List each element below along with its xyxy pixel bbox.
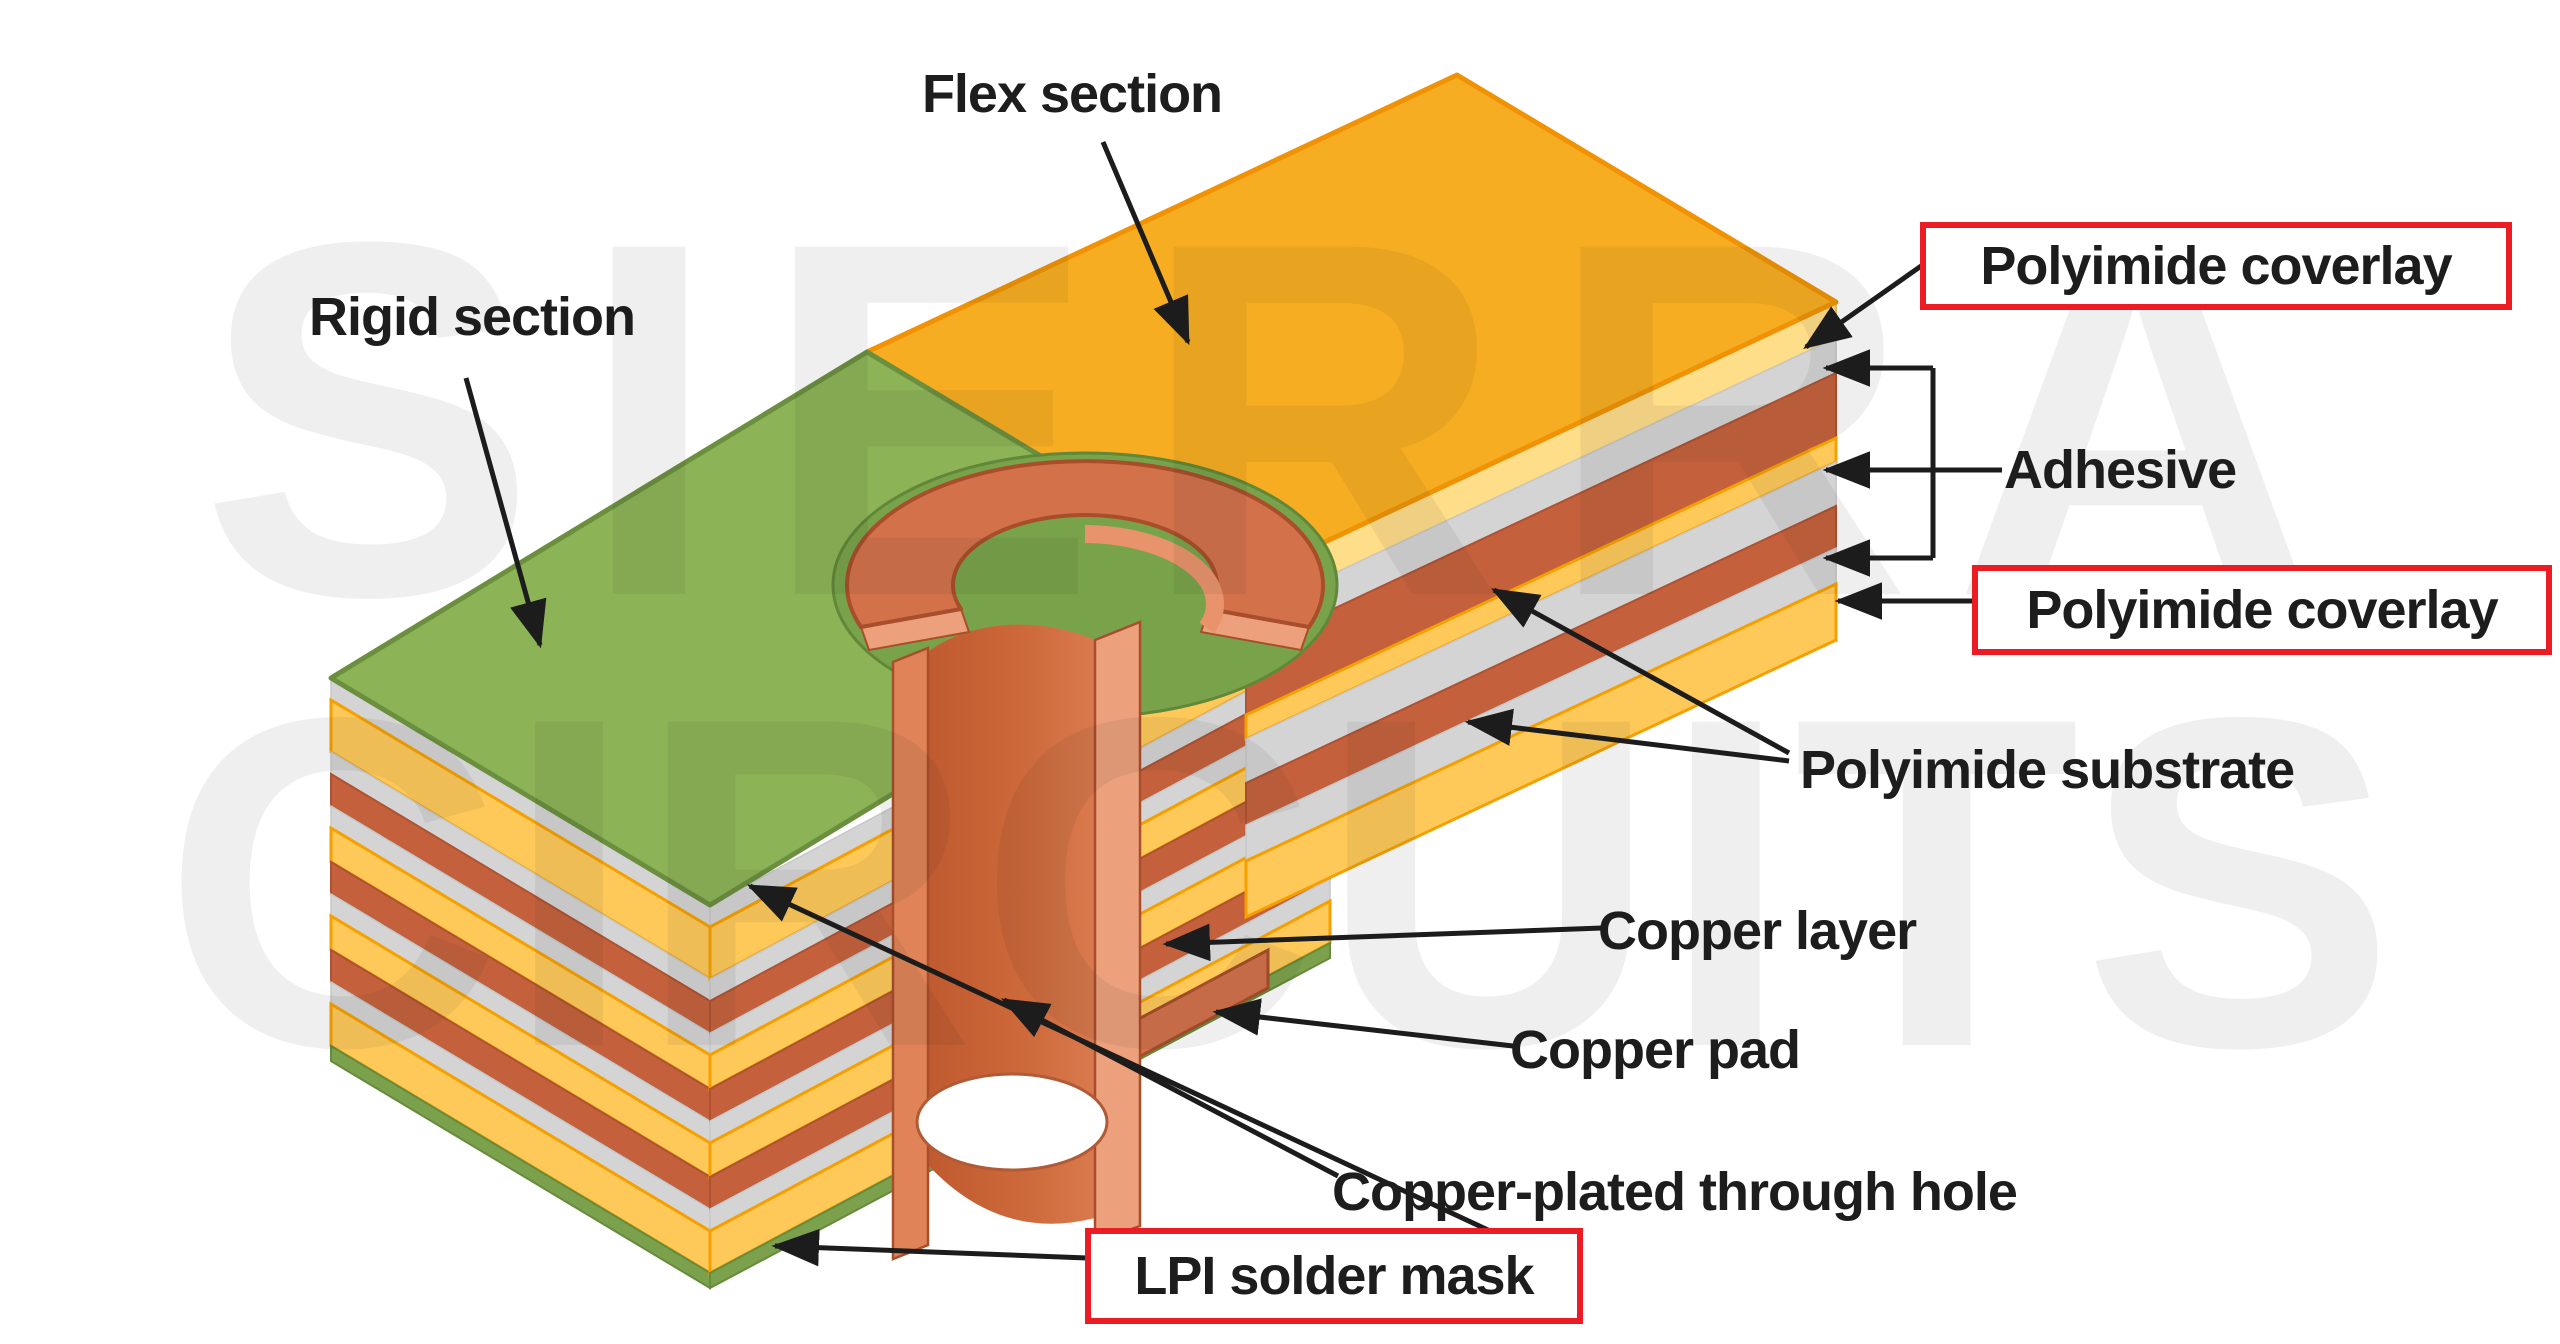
arrow-coverlay-top xyxy=(1803,261,1926,350)
arrow-lpi-top xyxy=(746,883,1490,1233)
arrow-substrate-upper xyxy=(1490,587,1791,756)
callout-polyimide-coverlay-bottom: Polyimide coverlay xyxy=(1972,565,2552,655)
barrel-right-wall xyxy=(1093,620,1142,1244)
copper-annular-ring xyxy=(845,459,1325,629)
label-copper-plated-through-hole: Copper-plated through hole xyxy=(1332,1162,2018,1222)
arrow-copper-layer xyxy=(1162,923,1603,962)
arrow-copper-pad xyxy=(1212,998,1514,1049)
label-rigid-section: Rigid section xyxy=(308,287,636,347)
barrel-left-wall xyxy=(891,646,930,1261)
arrow-rigid-section xyxy=(463,377,547,649)
arrow-lpi-bottom xyxy=(771,1228,1088,1267)
label-copper-layer: Copper layer xyxy=(1598,901,1917,961)
copper-plated-through-hole-cutaway xyxy=(831,451,1339,1261)
barrel-inner-surface xyxy=(928,624,1095,1224)
rigid-left-face-layer-stack xyxy=(329,676,712,1290)
label-flex-section: Flex section xyxy=(921,64,1223,124)
label-adhesive: Adhesive xyxy=(2004,440,2237,500)
arrow-substrate-lower xyxy=(1464,708,1790,764)
callout-polyimide-coverlay-top: Polyimide coverlay xyxy=(1920,222,2512,310)
label-polyimide-substrate: Polyimide substrate xyxy=(1800,740,2295,800)
callout-lpi-solder-mask: LPI solder mask xyxy=(1085,1228,1583,1324)
label-copper-pad: Copper pad xyxy=(1510,1020,1801,1080)
arrow-flex-section xyxy=(1100,141,1191,346)
ring-inner-rim-highlight xyxy=(1084,525,1224,634)
hole-bottom-notch xyxy=(915,1072,1109,1172)
